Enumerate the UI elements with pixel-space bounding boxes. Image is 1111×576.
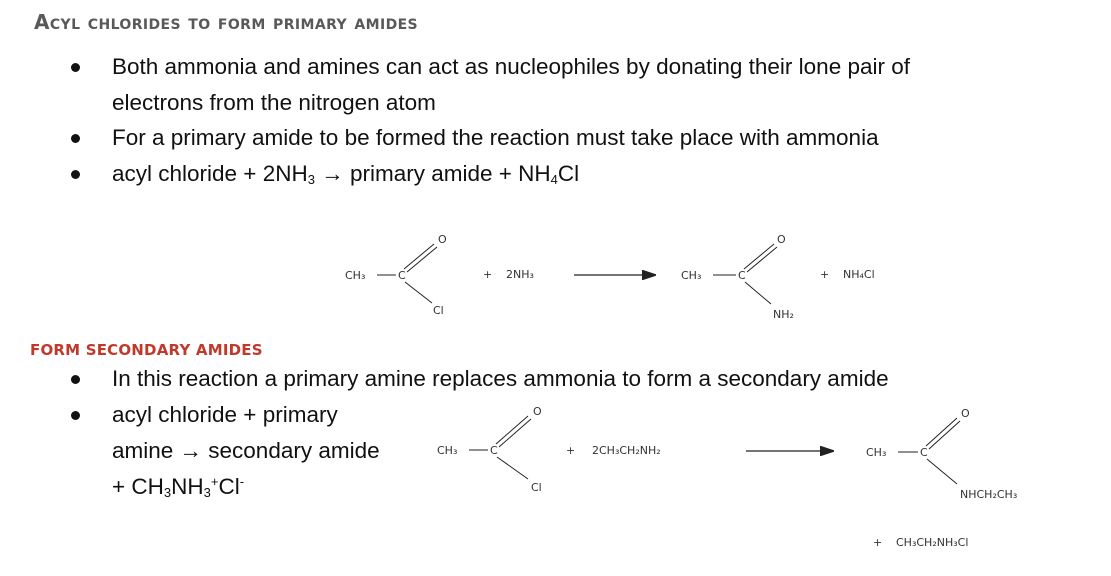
double-bond-line — [928, 420, 961, 450]
plus-sign: + — [566, 444, 575, 457]
double-bond-line — [746, 246, 778, 273]
chlorine-label: Cl — [531, 481, 542, 494]
bullet-dot — [71, 411, 80, 420]
bullet-text: For a primary amide to be formed the rea… — [112, 125, 879, 150]
reagent-label: 2CH₃CH₂NH₂ — [592, 444, 661, 457]
oxygen-label: O — [777, 233, 786, 246]
carbon-label: C — [738, 269, 746, 282]
bullet-text-continuation: electrons from the nitrogen atom — [112, 90, 436, 115]
double-bond-line — [403, 243, 435, 270]
double-bond-line — [495, 415, 529, 445]
bond-line — [926, 458, 958, 485]
double-bond-line — [406, 246, 438, 273]
equation-byproduct: + CH3NH3+Cl- — [112, 474, 245, 500]
bond-line — [496, 456, 529, 480]
bond-line — [744, 281, 772, 305]
carbon-label: C — [920, 446, 928, 459]
amine-group-label: NH₂ — [773, 308, 794, 321]
ch3-label: CH₃ — [681, 269, 701, 282]
bullet-dot — [71, 375, 80, 384]
bullet-text: Both ammonia and amines can act as nucle… — [112, 54, 910, 79]
oxygen-label: O — [961, 407, 970, 420]
amide-group-label: NHCH₂CH₃ — [960, 488, 1017, 501]
double-bond-line — [743, 243, 775, 270]
bullet-text: acyl chloride + primary — [112, 402, 338, 427]
equation-primary-amide: acyl chloride + 2NH3 → primary amide + N… — [112, 161, 580, 187]
reagent-label: 2NH₃ — [506, 268, 534, 281]
bullet-dot — [71, 134, 80, 143]
plus-sign: + — [820, 268, 829, 281]
chlorine-label: Cl — [433, 304, 444, 317]
double-bond-line — [498, 418, 532, 448]
carbon-label: C — [490, 444, 498, 457]
section-heading-primary-amides: Acyl chlorides to form primary amides — [34, 10, 419, 34]
ch3-label: CH₃ — [437, 444, 457, 457]
oxygen-label: O — [533, 405, 542, 418]
plus-sign: + — [483, 268, 492, 281]
bullet-dot — [71, 63, 80, 72]
bullet-dot — [71, 170, 80, 179]
bullet-text: In this reaction a primary amine replace… — [112, 366, 889, 391]
carbon-label: C — [398, 269, 406, 282]
double-bond-line — [925, 417, 958, 447]
ch3-label: CH₃ — [345, 269, 365, 282]
byproduct-label: NH₄Cl — [843, 268, 875, 281]
bullet-text-continuation: amine → secondary amide — [112, 438, 380, 463]
oxygen-label: O — [438, 233, 447, 246]
plus-sign: + — [873, 536, 882, 549]
byproduct-label: CH₃CH₂NH₃Cl — [896, 536, 968, 549]
bond-line — [404, 281, 433, 304]
ch3-label: CH₃ — [866, 446, 886, 459]
section-heading-secondary-amides: FORM SECONDARY AMIDES — [30, 341, 263, 359]
